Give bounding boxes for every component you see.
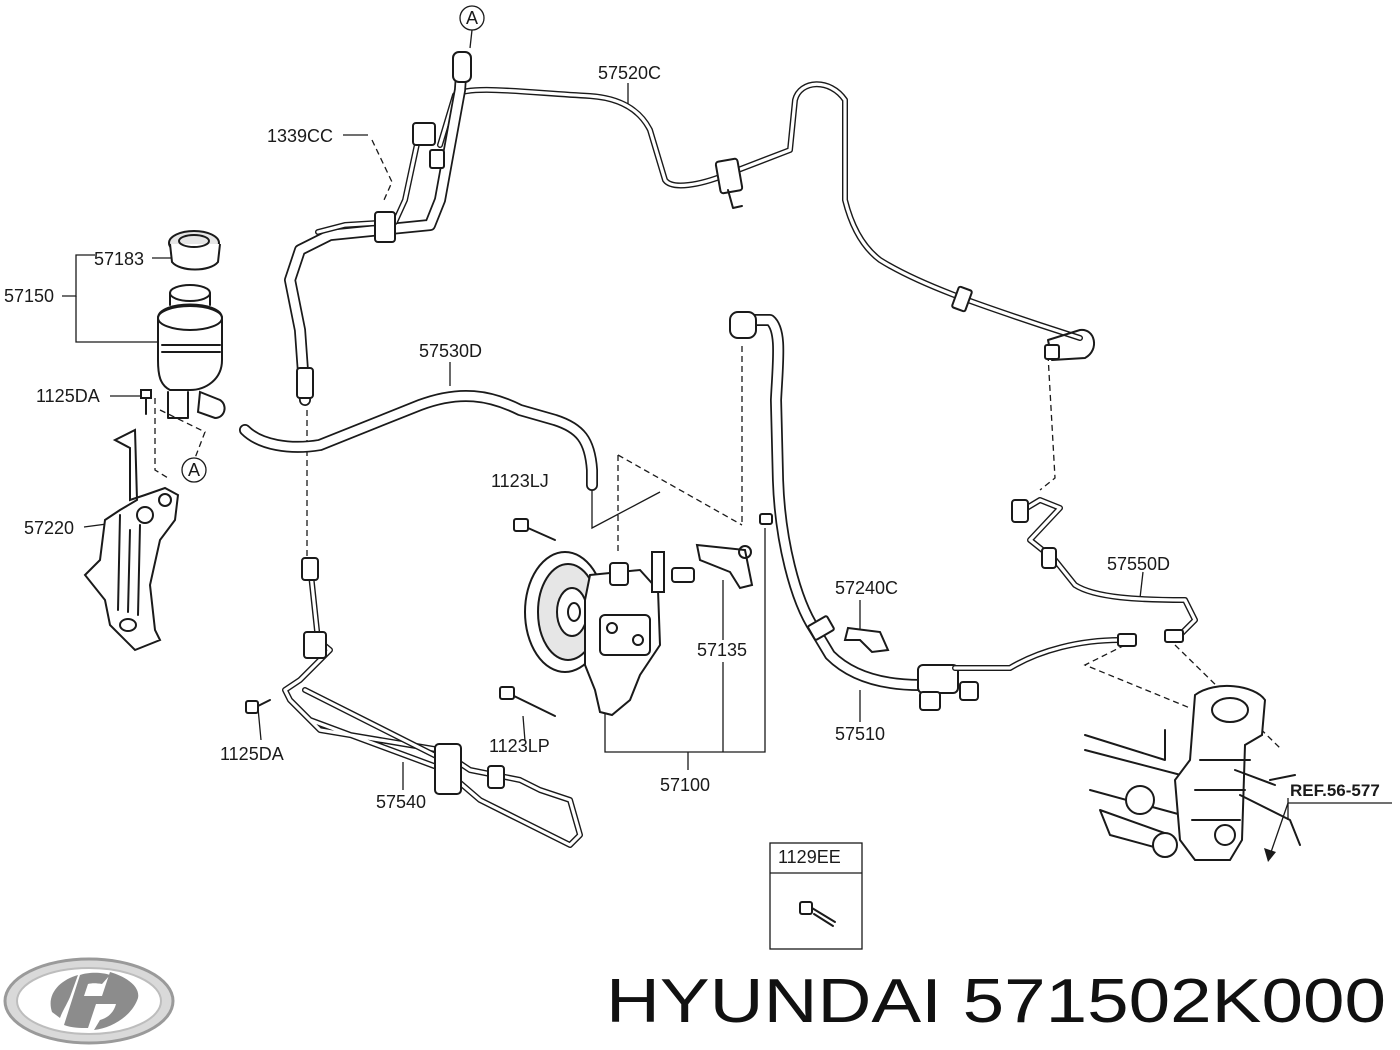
label-57510: 57510: [835, 724, 885, 744]
hose-57530D: [239, 390, 598, 491]
label-1125DA-bottom: 1125DA: [220, 744, 284, 764]
label-57100: 57100: [660, 775, 710, 795]
label-1123LP: 1123LP: [489, 736, 550, 756]
label-57240C: 57240C: [835, 578, 898, 598]
label-57540: 57540: [376, 792, 426, 812]
bracket-57220: [83, 428, 180, 652]
label-57520C: 57520C: [598, 63, 661, 83]
product-title: HYUNDAI 571502K000: [606, 967, 1386, 1036]
pipe-57520C: [437, 81, 1095, 361]
label-57550D: 57550D: [1107, 554, 1170, 574]
callout-a-reservoir-text: A: [188, 460, 200, 480]
label-57150: 57150: [4, 286, 54, 306]
inset-1129EE: [769, 842, 863, 950]
hose-bundle-upper: [284, 51, 472, 406]
label-57183: 57183: [94, 249, 144, 269]
callout-a-top: A: [459, 5, 485, 49]
hyundai-logo-icon: [3, 957, 175, 1045]
pipe-57550D: [952, 497, 1198, 671]
steering-gear-ref: [1084, 684, 1392, 862]
pipe-57540: [245, 557, 583, 848]
reservoir-57150: [140, 230, 226, 420]
hose-57510: [729, 311, 979, 711]
label-57220: 57220: [24, 518, 74, 538]
label-ref-56-577: REF.56-577: [1290, 781, 1380, 800]
label-1339CC: 1339CC: [267, 126, 333, 146]
label-57135: 57135: [697, 640, 747, 660]
label-1123LJ: 1123LJ: [491, 471, 549, 491]
callout-a-top-text: A: [466, 8, 478, 28]
label-1129EE: 1129EE: [778, 847, 841, 867]
callout-a-reservoir: A: [181, 457, 207, 483]
label-1125DA-top: 1125DA: [36, 386, 100, 406]
pump-57100: [499, 513, 773, 717]
label-57530D: 57530D: [419, 341, 482, 361]
part-labels: 57520C 1339CC 57183 57150 1125DA 57530D …: [4, 63, 1380, 867]
